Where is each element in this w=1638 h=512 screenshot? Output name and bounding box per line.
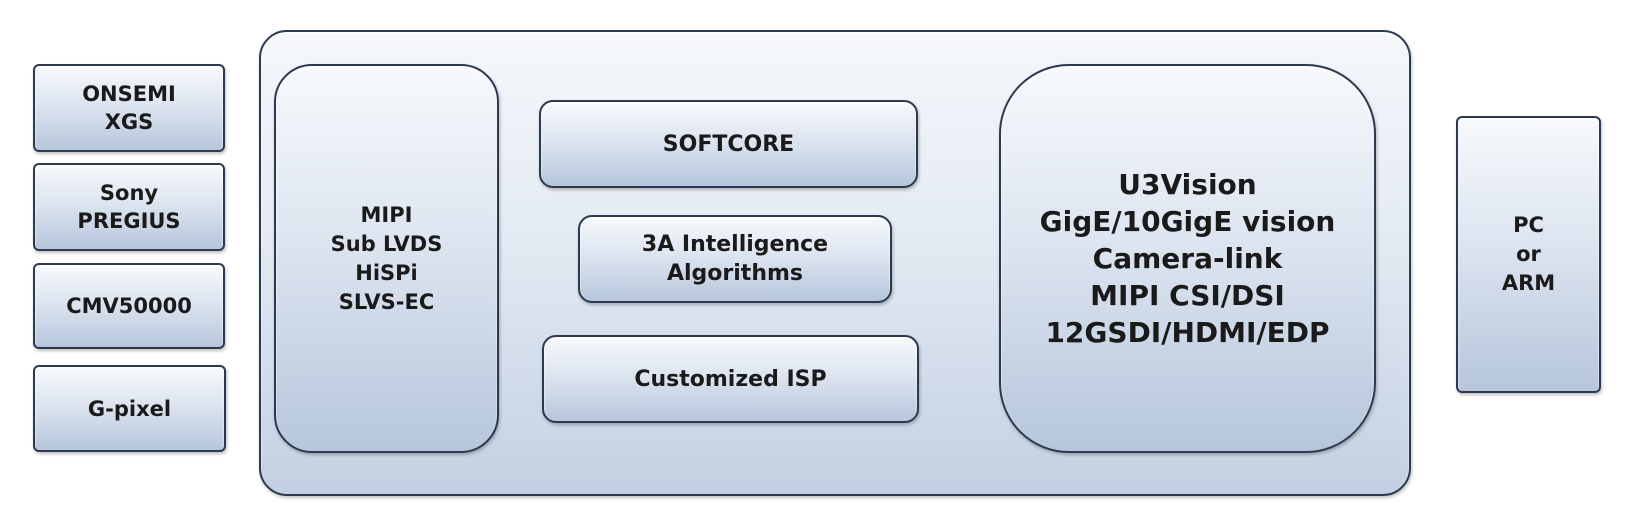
sensor-box-sony-pregius: Sony PREGIUS (33, 163, 225, 251)
input-interface-box: MIPI Sub LVDS HiSPi SLVS-EC (274, 64, 499, 453)
sensor-box-cmv50000: CMV50000 (33, 263, 225, 349)
sensor-label-line: CMV50000 (66, 294, 192, 318)
output-interface-line: 12GSDI/HDMI/EDP (1045, 316, 1330, 349)
sensor-box-onsemi-xgs: ONSEMI XGS (33, 64, 225, 152)
input-interface-line: Sub LVDS (330, 231, 443, 256)
softcore-box: SOFTCORE (539, 100, 918, 188)
algorithms-box: 3A Intelligence Algorithms (578, 215, 892, 303)
host-label-line: PC (1513, 213, 1544, 237)
isp-label: Customized ISP (634, 366, 827, 392)
sensor-box-g-pixel: G-pixel (33, 365, 226, 452)
output-interface-line: Camera-link (1092, 242, 1283, 275)
host-box: PC or ARM (1456, 116, 1601, 393)
input-interface-line: HiSPi (355, 260, 418, 285)
host-label-line: ARM (1501, 271, 1556, 295)
isp-box: Customized ISP (542, 335, 919, 423)
algorithms-label-line: Algorithms (666, 261, 804, 286)
sensor-label-line: Sony (99, 181, 159, 205)
sensor-label-line: XGS (104, 110, 154, 134)
output-interface-line: U3Vision (1118, 168, 1257, 201)
input-interface-line: SLVS-EC (338, 289, 435, 314)
output-interface-line: GigE/10GigE vision (1039, 205, 1336, 238)
input-interface-line: MIPI (360, 202, 413, 227)
output-interface-box: U3Vision GigE/10GigE vision Camera-link … (999, 64, 1376, 453)
softcore-label: SOFTCORE (662, 131, 795, 157)
algorithms-label-line: 3A Intelligence (641, 232, 829, 257)
sensor-label-line: G-pixel (87, 396, 172, 421)
sensor-label-line: PREGIUS (77, 209, 181, 233)
output-interface-line: MIPI CSI/DSI (1090, 279, 1285, 312)
sensor-label-line: ONSEMI (82, 82, 176, 106)
host-label-line: or (1516, 242, 1541, 266)
